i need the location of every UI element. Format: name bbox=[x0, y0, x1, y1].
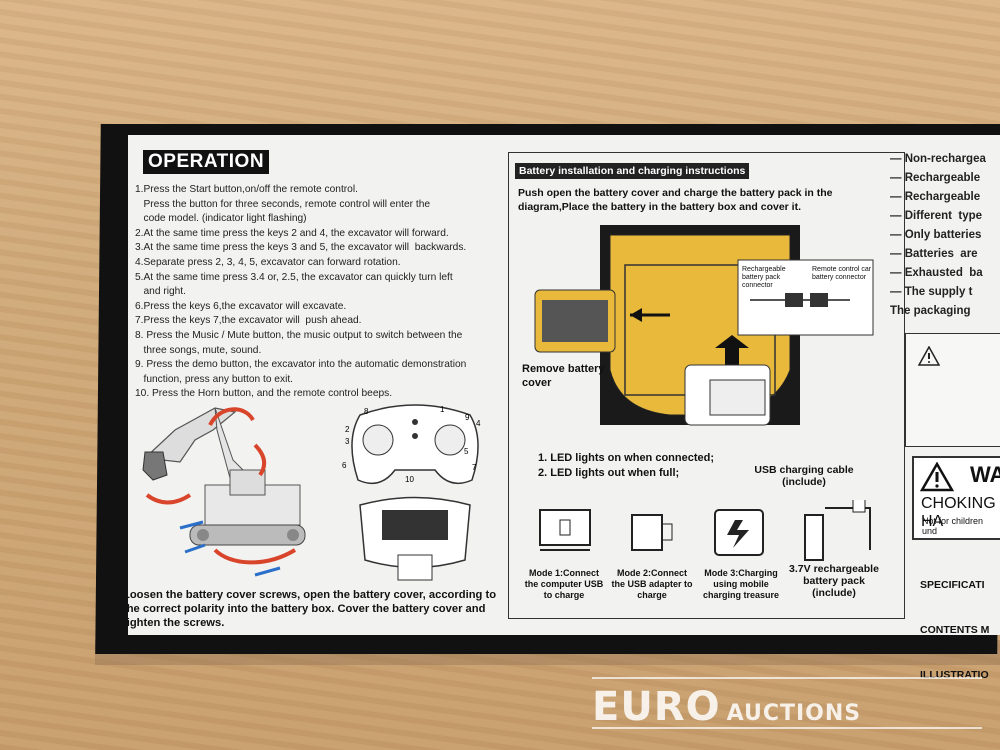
controller-label-5: 5 bbox=[464, 447, 469, 456]
controller-label-3: 3 bbox=[345, 437, 350, 446]
battery-warnings-list: — Non-rechargea — Rechargeable — Rechargea… bbox=[890, 150, 986, 321]
spec-line: CONTENTS M bbox=[920, 624, 990, 636]
controller-label-8: 8 bbox=[364, 407, 369, 416]
warning-list-item: — Rechargeable bbox=[890, 191, 981, 203]
operation-step: 8. Press the Music / Mute button, the mu… bbox=[135, 329, 463, 341]
warning-triangle-icon bbox=[918, 346, 940, 366]
watermark-auctions: AUCTIONS bbox=[726, 701, 862, 726]
led-note-connected: 1. LED lights on when connected; bbox=[538, 452, 715, 464]
operation-step: 1.Press the Start button,on/off the remo… bbox=[135, 184, 358, 195]
led-notes: 1. LED lights on when connected; 2. LED … bbox=[538, 451, 714, 480]
warning-list-item: The packaging bbox=[890, 305, 971, 317]
battery-diagram bbox=[534, 225, 874, 426]
operation-step: 9. Press the demo button, the excavator … bbox=[135, 359, 467, 371]
watermark-euro: EURO bbox=[592, 684, 721, 730]
operation-step: 2.At the same time press the keys 2 and … bbox=[135, 227, 449, 239]
controller-label-6: 6 bbox=[342, 461, 347, 470]
warning-list-item: — Different type bbox=[890, 210, 983, 222]
battery-pack-label: 3.7V rechargeable battery pack (include) bbox=[789, 563, 879, 599]
controller-label-2: 2 bbox=[345, 425, 350, 434]
watermark-bottom-line bbox=[592, 727, 982, 729]
controller-diagram: 8 2 3 6 1 9 4 5 7 10 bbox=[342, 404, 481, 581]
operation-title: OPERATION bbox=[143, 150, 270, 174]
not-for-children-text: Not for children und bbox=[922, 516, 984, 536]
controller-label-1: 1 bbox=[440, 405, 445, 414]
choking-hazard-text: CHOKING HA bbox=[921, 495, 996, 530]
mode-1-label: Mode 1:Connect the computer USB to charg… bbox=[524, 568, 604, 600]
operation-step: 6.Press the keys 6,the excavator will ex… bbox=[135, 300, 347, 312]
operation-step: 7.Press the keys 7,the excavator will pu… bbox=[135, 315, 362, 327]
warning-list-item: — Exhausted ba bbox=[890, 267, 983, 279]
battery-section-frame bbox=[508, 152, 905, 619]
controller-label-4: 4 bbox=[476, 419, 481, 428]
operation-steps: 1.Press the Start button,on/off the remo… bbox=[135, 183, 515, 402]
excavator-illustration bbox=[142, 407, 306, 577]
arabic-warning-box bbox=[905, 333, 1000, 447]
remove-battery-cover-label: Remove battery cover bbox=[522, 363, 605, 389]
warning-heading: WA bbox=[970, 462, 1000, 487]
operation-step: 5.At the same time press 3.4 or, 2.5, th… bbox=[135, 271, 453, 283]
operation-step: code model. (indicator light flashing) bbox=[135, 213, 307, 225]
choking-warning-box bbox=[912, 456, 1000, 540]
specification-notes: SPECIFICATI CONTENTS M ILLUSTRATIO bbox=[920, 548, 989, 698]
operation-step: three songs, mute, sound. bbox=[135, 344, 262, 356]
spec-line: ILLUSTRATIO bbox=[920, 669, 989, 681]
connector-left-label: Rechargeable battery pack connector bbox=[742, 266, 786, 289]
operation-step: Press the button for three seconds, remo… bbox=[135, 198, 431, 210]
controller-label-9: 9 bbox=[465, 413, 470, 422]
mode-2-label: Mode 2:Connect the USB adapter to charge bbox=[611, 568, 693, 600]
warning-triangle-icon bbox=[920, 462, 954, 492]
operation-step: 4.Separate press 2, 3, 4, 5, excavator c… bbox=[135, 256, 401, 268]
led-note-full: 2. LED lights out when full; bbox=[538, 466, 680, 479]
charging-icons bbox=[539, 500, 871, 561]
operation-step: 10. Press the Horn button, and the remot… bbox=[135, 388, 393, 400]
operation-step: function, press any button to exit. bbox=[135, 373, 293, 385]
operation-step: and right. bbox=[135, 286, 186, 298]
usb-cable-label: USB charging cable (include) bbox=[754, 464, 854, 488]
spec-line: SPECIFICATI bbox=[920, 579, 985, 591]
warning-list-item: — The supply t bbox=[890, 286, 973, 298]
controller-label-10: 10 bbox=[405, 475, 414, 484]
mode-3-label: Mode 3:Charging using mobile charging tr… bbox=[702, 568, 780, 600]
battery-cover-instructions: Loosen the battery cover screws, open th… bbox=[123, 589, 497, 629]
warning-list-item: — Batteries are bbox=[890, 248, 978, 260]
instruction-panel bbox=[128, 135, 1000, 635]
warning-list-item: — Rechargeable bbox=[890, 172, 981, 184]
connector-right-label: Remote control car battery connector bbox=[812, 266, 872, 281]
watermark-top-line bbox=[592, 677, 982, 679]
controller-label-7: 7 bbox=[472, 463, 477, 472]
battery-section-title: Battery installation and charging instru… bbox=[515, 163, 750, 179]
warning-list-item: — Only batteries bbox=[890, 229, 982, 241]
operation-step: 3.At the same time press the keys 3 and … bbox=[135, 242, 467, 254]
battery-instructions-text: Push open the battery cover and charge t… bbox=[518, 187, 833, 213]
warning-list-item: — Non-rechargea bbox=[890, 153, 986, 165]
